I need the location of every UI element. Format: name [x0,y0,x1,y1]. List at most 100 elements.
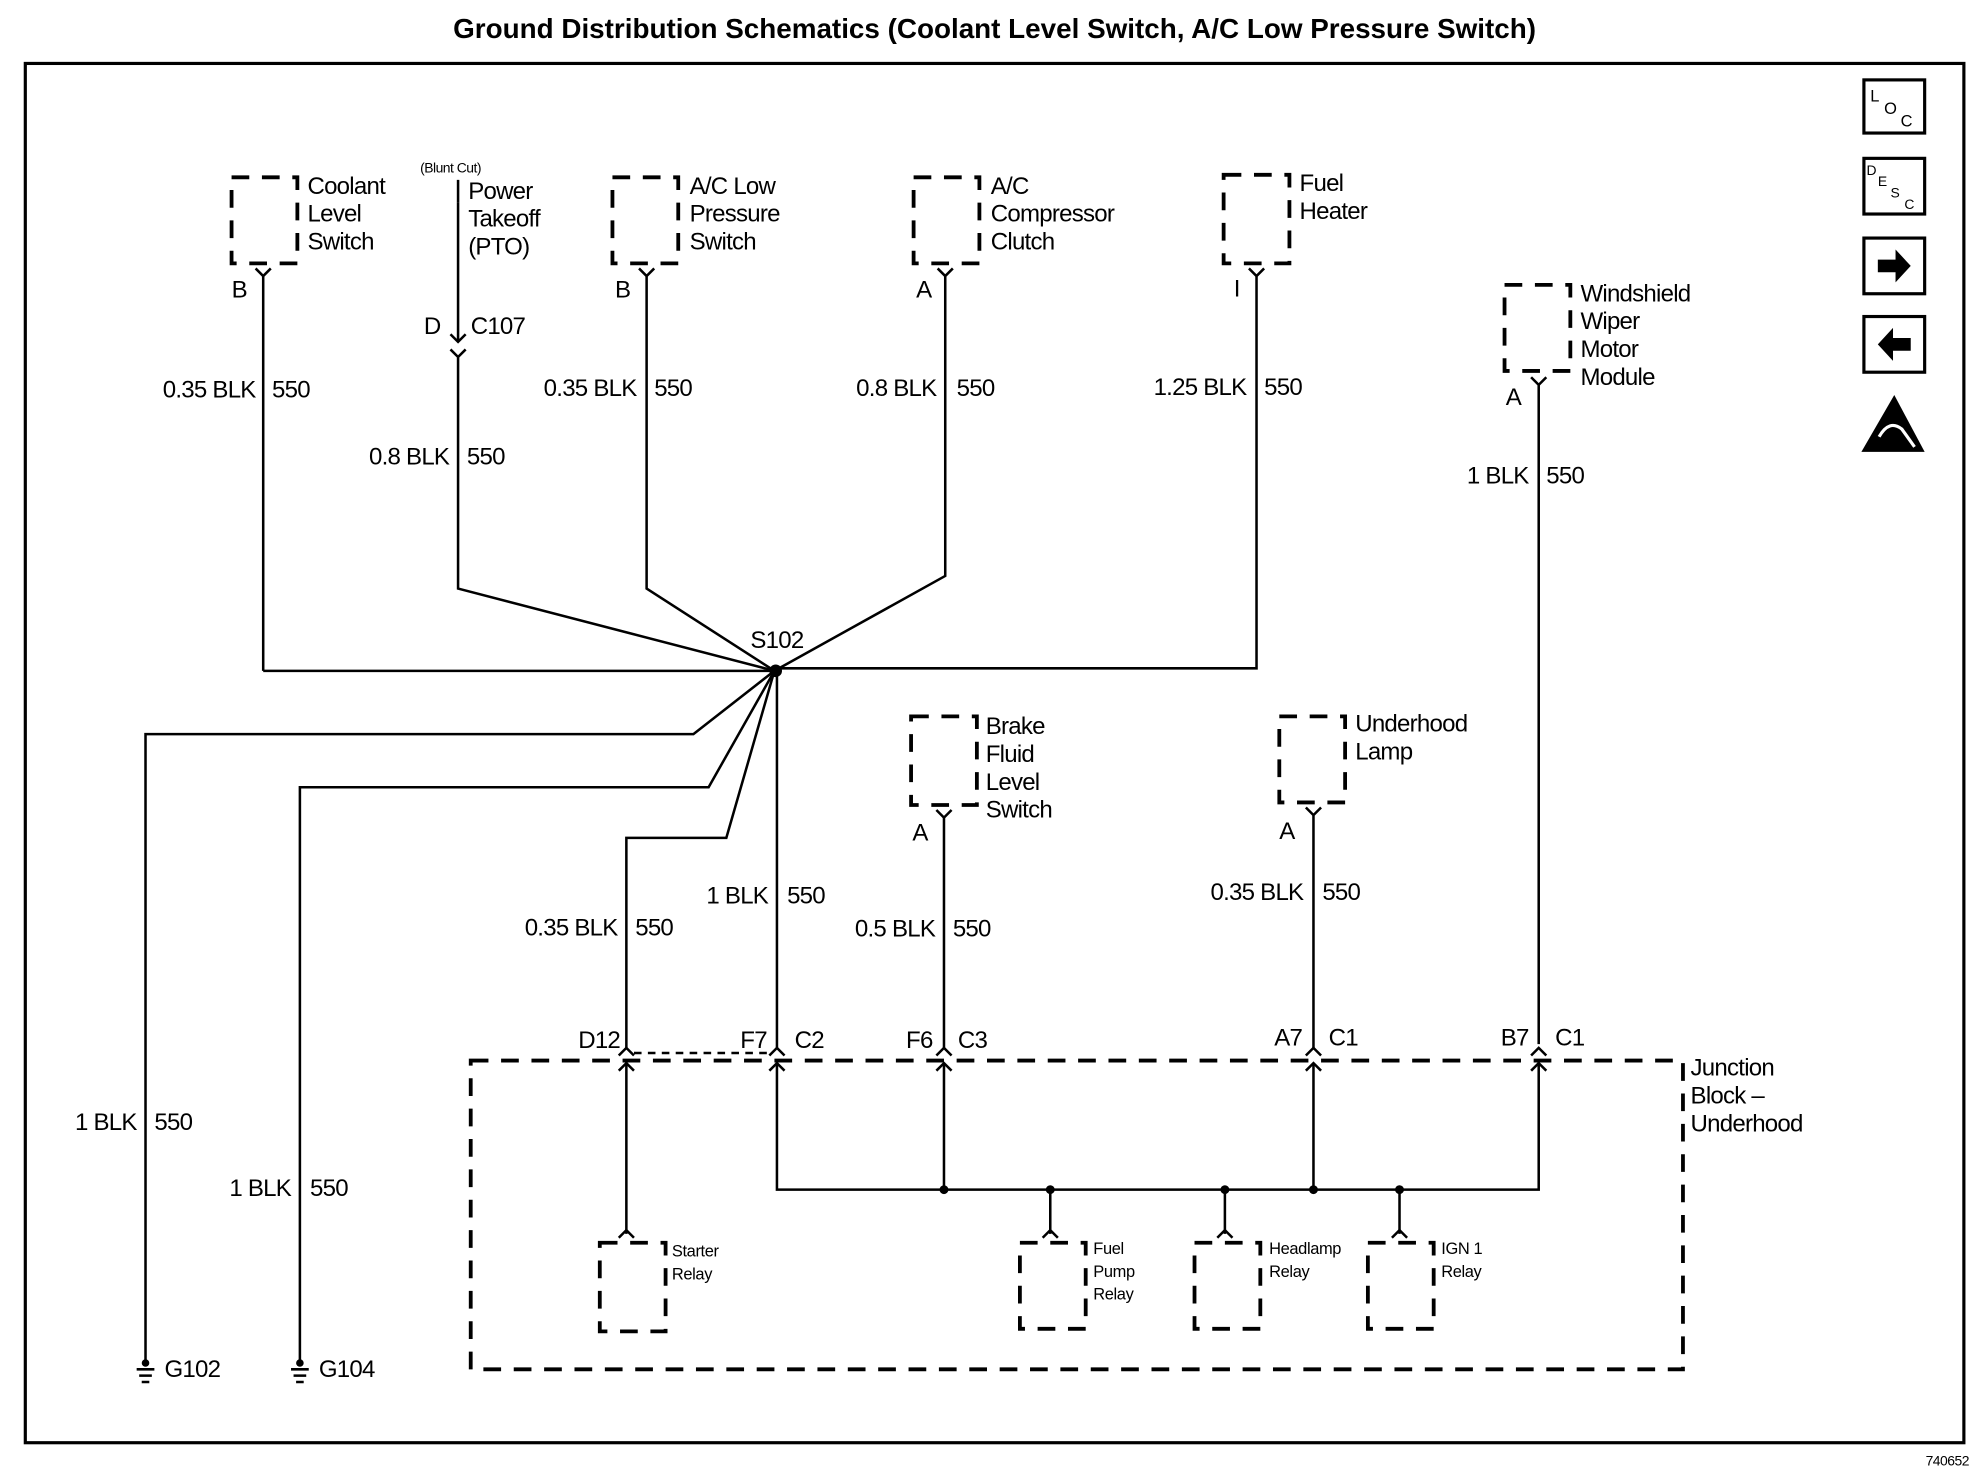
schematic-label: Relay [1441,1263,1482,1281]
fuel-pump-relay: Fuel Pump Relay [1018,1228,1135,1331]
prev-arrow-icon [1877,327,1911,361]
schematic-label: 1 BLK [706,883,768,910]
prev-page-button[interactable] [1862,314,1927,374]
schematic-label: D12 [578,1027,620,1054]
schematic-label: D [424,313,441,340]
ground-g104: G104 1 BLK 550 [229,1175,376,1384]
schematic-label: C [1901,113,1913,131]
schematic-label: Pump [1093,1263,1135,1281]
fuel-heater: Fuel Heater I 1.25 BLK 550 [774,170,1369,670]
schematic-label: A [916,277,932,304]
schematic-label: 0.35 BLK [1211,879,1305,906]
schematic-label: G102 [165,1356,221,1383]
schematic-label: Block – [1691,1083,1766,1110]
schematic-label: F6 [906,1027,933,1054]
brake-fluid-level-switch: Brake Fluid Level Switch A 0.5 BLK 550 F… [855,713,1053,1054]
schematic-label: A7 [1274,1024,1302,1051]
ground-g102: G102 1 BLK 550 [75,1109,221,1384]
schematic-label: Headlamp [1269,1240,1341,1258]
schematic-label: 0.35 BLK [525,914,619,941]
schematic-label: (Blunt Cut) [420,159,481,175]
schematic-label: Level [986,769,1040,796]
schematic-label: Relay [1269,1263,1310,1281]
schematic-label: 550 [953,916,991,943]
schematic-label: C2 [795,1027,825,1054]
schematic-label: Heater [1300,198,1368,225]
wire-size-label: 0.35 BLK [163,377,257,404]
junction-block-underhood: Junction Block – Underhood [468,1055,1803,1372]
schematic-label: D [1866,162,1876,178]
schematic-label: 0.8 BLK [369,444,450,471]
next-page-button[interactable] [1862,236,1927,296]
schematic-label: Motor [1580,336,1638,363]
desc-icon: D E S C [1866,162,1914,212]
schematic-label: O [1884,100,1896,118]
schematic-label: A [1506,384,1522,411]
schematic-label: (PTO) [468,234,529,261]
schematic-label: Coolant [307,173,386,200]
starter-relay: Starter Relay [597,1228,720,1334]
ac-compressor-clutch: A/C Compressor Clutch A 0.8 BLK 550 [773,173,1116,672]
schematic-label: Fluid [986,741,1034,768]
schematic-label: C [1904,196,1914,212]
schematic-label: Clutch [991,228,1055,255]
schematic-label: Fuel [1093,1240,1123,1258]
schematic-label: 1 BLK [1467,463,1529,490]
schematic-label: Module [1580,364,1655,391]
junction-wire-d12: 0.35 BLK 550 D12 [525,914,674,1054]
esd-warning-icon [1861,394,1925,452]
figure-id: 740652 [1926,1452,1970,1468]
diagram-frame [23,61,1966,1445]
power-takeoff: (Blunt Cut) Power Takeoff (PTO) D C107 0… [369,159,775,673]
windshield-wiper-motor-module: Windshield Wiper Motor Module A 1 BLK 55… [1467,280,1691,1045]
schematic-label: Relay [1093,1286,1134,1304]
schematic-label: 550 [310,1175,348,1202]
loc-icon: L O C [1870,87,1913,131]
schematic-label: Switch [690,228,756,255]
schematic-label: Pressure [690,201,780,228]
schematic-label: Windshield [1580,280,1690,307]
schematic-label: Switch [986,797,1052,824]
schematic-label: Junction [1691,1055,1774,1082]
schematic-label: A/C [991,173,1029,200]
schematic-label: F7 [740,1027,767,1054]
underhood-lamp: Underhood Lamp A 0.35 BLK 550 A7 C1 [1211,711,1469,1052]
pin-label: B [232,277,247,304]
schematic-label: B [615,277,630,304]
loc-button[interactable]: L O C [1862,78,1927,135]
schematic-label: Wiper [1580,308,1640,335]
schematic-label: S102 [750,627,803,654]
schematic-label: Fuel [1300,170,1344,197]
schematic-label: Underhood [1355,711,1467,738]
next-arrow-icon [1877,249,1911,283]
schematic-label: 550 [467,444,505,471]
connector-c1-label: C1 [1555,1024,1585,1051]
schematic-label: 550 [1264,374,1302,401]
schematic-label: C1 [1329,1024,1359,1051]
schematic-label: A [912,819,928,846]
schematic-label: Lamp [1355,738,1412,765]
ign1-relay: IGN 1 Relay [1365,1228,1483,1331]
schematic-label: 550 [957,375,995,402]
schematic-label: Takeoff [468,206,541,233]
schematic-label: Brake [986,713,1045,740]
desc-button[interactable]: D E S C [1862,156,1927,216]
coolant-level-switch: Coolant Level Switch B 0.35 BLK 550 [163,173,387,671]
headlamp-relay: Headlamp Relay [1192,1228,1342,1331]
schematic-label: 1 BLK [229,1175,291,1202]
schematic-label: 1.25 BLK [1154,374,1248,401]
schematic-label: 550 [154,1109,192,1136]
schematic-label: L [1870,87,1879,105]
schematic-label: Underhood [1691,1110,1803,1137]
schematic-label: E [1878,173,1887,189]
ac-low-pressure-switch: A/C Low Pressure Switch B 0.35 BLK 550 [544,173,781,672]
schematic-label: IGN 1 [1441,1240,1482,1258]
schematic-label: I [1234,275,1240,302]
schematic-label: G104 [319,1356,375,1383]
schematic-label: 550 [654,375,692,402]
schematic-label: 1 BLK [75,1109,137,1136]
schematic-label: 550 [1322,879,1360,906]
schematic-label: Power [468,178,533,205]
schematic-label: C107 [471,313,526,340]
